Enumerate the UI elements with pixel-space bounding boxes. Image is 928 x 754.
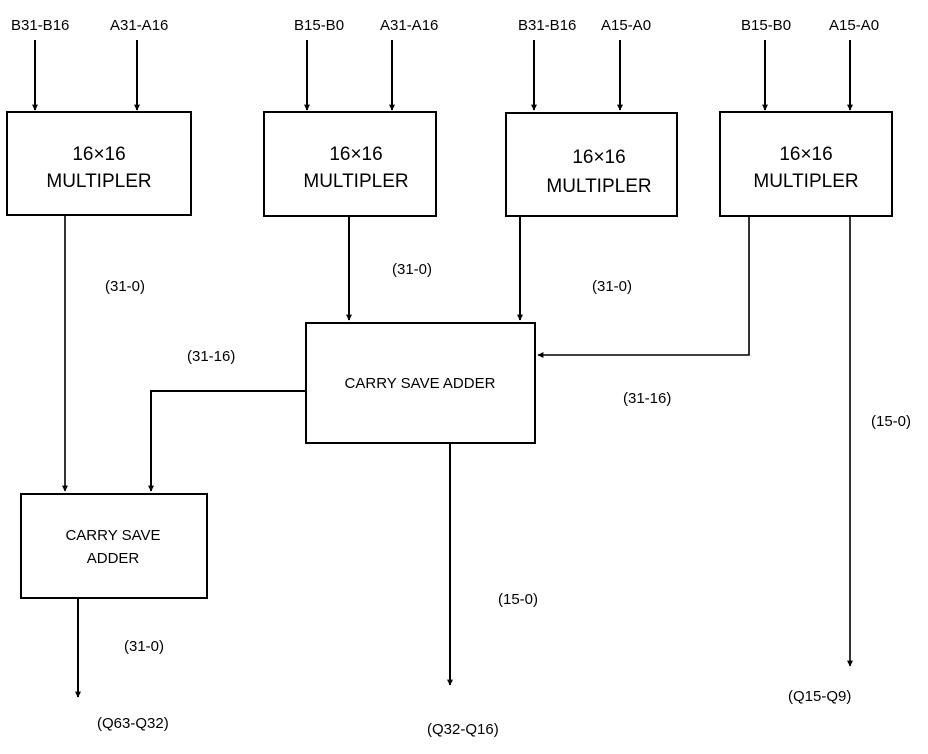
input-label-m4-right: A15-A0	[829, 17, 879, 34]
carry-save-adder-main-label: CARRY SAVE ADDER	[345, 375, 496, 392]
bus-label-m3-out: (31-0)	[592, 278, 632, 295]
carry-save-adder-secondary: CARRY SAVE ADDER	[20, 493, 208, 599]
input-label-m3-right: A15-A0	[601, 17, 651, 34]
input-label-m4-left: B15-B0	[741, 17, 791, 34]
input-label-m1-right: A31-A16	[110, 17, 168, 34]
multiplier-2-size: 16×16	[329, 144, 382, 165]
input-label-m1-left: B31-B16	[11, 17, 69, 34]
multiplier-2-label: MULTIPLER	[303, 171, 408, 192]
input-label-m2-right: A31-A16	[380, 17, 438, 34]
wire-csa-to-csa2	[148, 390, 306, 492]
bus-label-csa2-out: (31-0)	[124, 638, 164, 655]
bus-label-m2-out: (31-0)	[392, 261, 432, 278]
multiplier-3-label: MULTIPLER	[546, 176, 651, 197]
multiplier-1-label: MULTIPLER	[46, 171, 151, 192]
input-label-m2-left: B15-B0	[294, 17, 344, 34]
multiplier-block-3: 16×16 MULTIPLER	[505, 112, 678, 217]
carry-save-adder-secondary-label-line2: ADDER	[87, 550, 140, 567]
multiplier-block-1: 16×16 MULTIPLER	[6, 111, 192, 216]
wire-m4-to-csa	[537, 217, 750, 358]
carry-save-adder-secondary-label-line1: CARRY SAVE	[65, 527, 160, 544]
output-label-low: (Q15-Q9)	[788, 688, 851, 705]
multiplier-block-4: 16×16 MULTIPLER	[719, 111, 893, 217]
bus-label-m4-direct: (15-0)	[871, 413, 911, 430]
bus-label-csa-out: (15-0)	[498, 591, 538, 608]
multiplier-4-size: 16×16	[779, 144, 832, 165]
input-label-m3-left: B31-B16	[518, 17, 576, 34]
multiplier-4-label: MULTIPLER	[753, 171, 858, 192]
carry-save-adder-main: CARRY SAVE ADDER	[305, 322, 536, 444]
bus-label-csa-to-csa2: (31-16)	[187, 348, 235, 365]
multiplier-3-size: 16×16	[572, 147, 625, 168]
bus-label-m1-out: (31-0)	[105, 278, 145, 295]
multiplier-1-size: 16×16	[72, 144, 125, 165]
bus-label-m4-to-csa: (31-16)	[623, 390, 671, 407]
output-label-high: (Q63-Q32)	[97, 715, 169, 732]
multiplier-block-2: 16×16 MULTIPLER	[263, 111, 437, 217]
output-label-mid: (Q32-Q16)	[427, 721, 499, 738]
